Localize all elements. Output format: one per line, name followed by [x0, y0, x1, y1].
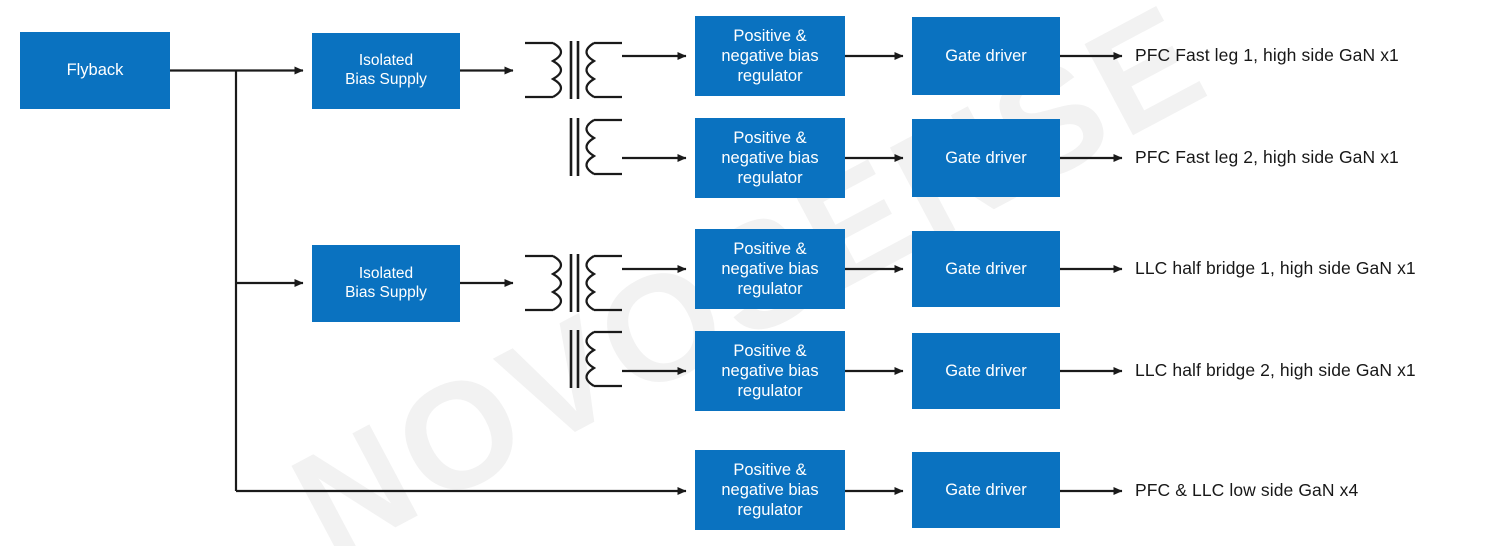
- output-label-1: PFC Fast leg 1, high side GaN x1: [1135, 45, 1399, 65]
- bias-regulator-1-line1: Positive &: [733, 26, 807, 45]
- gate-driver-block-5[interactable]: Gate driver: [912, 452, 1060, 528]
- bias-regulator-block-5[interactable]: Positive & negative bias regulator: [695, 450, 845, 530]
- bias-regulator-4-line1: Positive &: [733, 341, 807, 360]
- bias-regulator-block-1[interactable]: Positive & negative bias regulator: [695, 16, 845, 96]
- bias-regulator-5-line2: negative bias: [721, 480, 819, 499]
- output-label-5: PFC & LLC low side GaN x4: [1135, 480, 1359, 500]
- gate-driver-1-label: Gate driver: [945, 46, 1027, 65]
- flyback-block[interactable]: Flyback: [20, 32, 170, 109]
- isolated-bias-supply-2-line2: Bias Supply: [345, 283, 427, 301]
- bias-regulator-4-line3: regulator: [737, 382, 803, 401]
- gate-driver-block-2[interactable]: Gate driver: [912, 119, 1060, 197]
- isolated-bias-supply-1-line1: Isolated: [358, 52, 414, 70]
- gate-driver-4-label: Gate driver: [945, 361, 1027, 380]
- gate-driver-block-4[interactable]: Gate driver: [912, 333, 1060, 409]
- bias-regulator-2-line3: regulator: [737, 169, 803, 188]
- gate-driver-2-label: Gate driver: [945, 148, 1027, 167]
- bias-regulator-block-2[interactable]: Positive & negative bias regulator: [695, 118, 845, 198]
- bias-regulator-5-line3: regulator: [737, 501, 803, 520]
- bias-regulator-2-line1: Positive &: [733, 128, 807, 147]
- isolated-bias-supply-block-1[interactable]: Isolated Bias Supply: [312, 33, 460, 109]
- isolated-bias-supply-1-line2: Bias Supply: [345, 71, 427, 88]
- flyback-label: Flyback: [66, 61, 124, 80]
- output-label-2: PFC Fast leg 2, high side GaN x1: [1135, 147, 1399, 167]
- gate-driver-3-label: Gate driver: [945, 259, 1027, 278]
- gate-driver-block-1[interactable]: Gate driver: [912, 17, 1060, 95]
- gate-driver-5-label: Gate driver: [945, 480, 1027, 499]
- bias-regulator-1-line2: negative bias: [721, 46, 819, 65]
- bias-regulator-3-line2: negative bias: [721, 259, 819, 278]
- bias-regulator-4-line2: negative bias: [721, 361, 819, 380]
- output-label-3: LLC half bridge 1, high side GaN x1: [1135, 258, 1416, 278]
- bias-regulator-block-3[interactable]: Positive & negative bias regulator: [695, 229, 845, 309]
- gate-driver-block-3[interactable]: Gate driver: [912, 231, 1060, 307]
- bias-regulator-block-4[interactable]: Positive & negative bias regulator: [695, 331, 845, 411]
- bias-regulator-2-line2: negative bias: [721, 148, 819, 167]
- bias-regulator-3-line1: Positive &: [733, 239, 807, 258]
- bias-regulator-5-line1: Positive &: [733, 460, 807, 479]
- bias-regulator-1-line3: regulator: [737, 67, 803, 86]
- bias-regulator-3-line3: regulator: [737, 280, 803, 299]
- isolated-bias-supply-2-line1: Isolated: [358, 264, 414, 282]
- output-label-4: LLC half bridge 2, high side GaN x1: [1135, 360, 1416, 380]
- isolated-bias-supply-block-2[interactable]: Isolated Bias Supply: [312, 245, 460, 322]
